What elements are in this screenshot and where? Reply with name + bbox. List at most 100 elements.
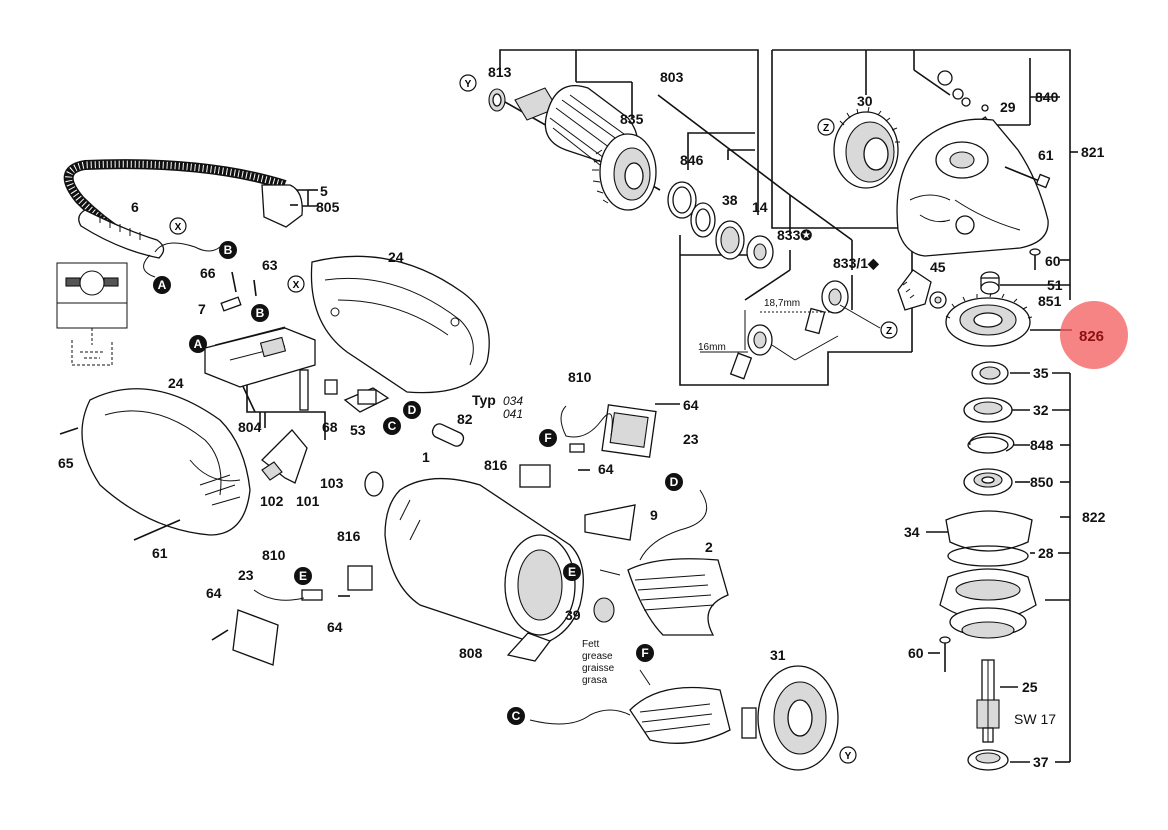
svg-text:C: C	[388, 419, 397, 433]
label-82: 82	[457, 411, 473, 427]
label-826: 826	[1079, 328, 1104, 345]
label-64-mid: 64	[598, 461, 614, 477]
label-840: 840	[1035, 89, 1059, 105]
grease-label-4: grasa	[582, 675, 607, 686]
svg-text:Z: Z	[886, 326, 892, 337]
label-32: 32	[1033, 402, 1049, 418]
label-803: 803	[660, 69, 684, 85]
part-labels: 813 803 835 846 38 14 833✪ 833/1◆ 30 840…	[58, 64, 1106, 770]
callout-c-mid: C	[383, 417, 401, 435]
gear-housing-assembly	[833, 70, 1051, 347]
label-29: 29	[1000, 99, 1016, 115]
svg-text:A: A	[158, 278, 167, 292]
label-2: 2	[705, 539, 713, 555]
svg-text:F: F	[641, 646, 648, 660]
callout-y-top: Y	[459, 74, 477, 92]
label-101: 101	[296, 493, 320, 509]
label-53: 53	[350, 422, 366, 438]
label-816-left: 816	[337, 528, 361, 544]
bearing-cap	[741, 665, 839, 771]
callout-e-right: E	[563, 563, 581, 581]
label-61-bottom: 61	[152, 545, 168, 561]
connector-callouts: A A B B C C D D E E F F X X Y Y Z Z	[153, 74, 898, 764]
label-14: 14	[752, 199, 768, 215]
label-38: 38	[722, 192, 738, 208]
label-102: 102	[260, 493, 284, 509]
svg-text:C: C	[512, 709, 521, 723]
label-24-left: 24	[168, 375, 184, 391]
label-816-top: 816	[484, 457, 508, 473]
label-68: 68	[322, 419, 338, 435]
label-846: 846	[680, 152, 704, 168]
label-833-1: 833/1◆	[833, 255, 880, 271]
label-60-top: 60	[1045, 253, 1061, 269]
callout-a-top: A	[153, 276, 171, 294]
label-28: 28	[1038, 545, 1054, 561]
label-810-top: 810	[568, 369, 592, 385]
grease-label-2: grease	[582, 651, 613, 662]
callout-b-top: B	[219, 241, 237, 259]
label-850: 850	[1030, 474, 1054, 490]
label-typ-041: 041	[503, 407, 523, 421]
grease-label-3: graisse	[582, 663, 615, 674]
label-833-star: 833✪	[777, 227, 812, 243]
label-63: 63	[262, 257, 278, 273]
label-35: 35	[1033, 365, 1049, 381]
grease-label-1: Fett	[582, 639, 599, 650]
callout-e-left: E	[294, 567, 312, 585]
field-coils	[627, 558, 731, 744]
label-60-bottom: 60	[908, 645, 924, 661]
svg-text:D: D	[670, 475, 679, 489]
svg-text:A: A	[194, 337, 203, 351]
label-65: 65	[58, 455, 74, 471]
svg-text:E: E	[568, 565, 576, 579]
handle-housing-right	[310, 255, 490, 394]
label-51: 51	[1047, 277, 1063, 293]
label-805: 805	[316, 199, 340, 215]
label-30: 30	[857, 93, 873, 109]
svg-text:X: X	[175, 222, 182, 233]
label-61-top: 61	[1038, 147, 1054, 163]
label-23-right: 23	[683, 431, 699, 447]
svg-text:Y: Y	[465, 79, 472, 90]
callout-z-gear: Z	[817, 118, 835, 136]
label-66: 66	[200, 265, 216, 281]
svg-text:F: F	[544, 431, 551, 445]
label-64-top: 64	[683, 397, 699, 413]
svg-text:E: E	[299, 569, 307, 583]
callout-c-bottom: C	[507, 707, 525, 725]
power-cord	[63, 159, 303, 278]
label-808: 808	[459, 645, 483, 661]
handle-housing-left	[81, 388, 251, 536]
callout-f-top: F	[539, 429, 557, 447]
dimension-18-7mm: 18,7mm	[764, 298, 800, 309]
callout-x-top: X	[169, 217, 187, 235]
svg-text:D: D	[408, 403, 417, 417]
label-810-left: 810	[262, 547, 286, 563]
label-39: 39	[565, 607, 581, 623]
svg-text:Z: Z	[823, 123, 829, 134]
label-45: 45	[930, 259, 946, 275]
label-24-top: 24	[388, 249, 404, 265]
label-34: 34	[904, 524, 920, 540]
label-822: 822	[1082, 509, 1106, 525]
highlight-826-marker[interactable]	[1060, 301, 1128, 369]
label-851: 851	[1038, 293, 1062, 309]
spindle-assembly	[939, 361, 1037, 771]
dimension-16mm: 16mm	[698, 342, 726, 353]
label-typ: Typ	[472, 392, 496, 408]
label-7: 7	[198, 301, 206, 317]
label-5: 5	[320, 183, 328, 199]
callout-f-bottom: F	[636, 644, 654, 662]
svg-text:B: B	[224, 243, 233, 257]
label-835: 835	[620, 111, 644, 127]
svg-text:B: B	[256, 306, 265, 320]
brush-holder-parts	[211, 403, 708, 725]
label-848: 848	[1030, 437, 1054, 453]
label-31: 31	[770, 647, 786, 663]
label-64-bottom: 64	[327, 619, 343, 635]
label-6: 6	[131, 199, 139, 215]
svg-text:Y: Y	[845, 751, 852, 762]
wiring-schematic	[56, 262, 128, 366]
